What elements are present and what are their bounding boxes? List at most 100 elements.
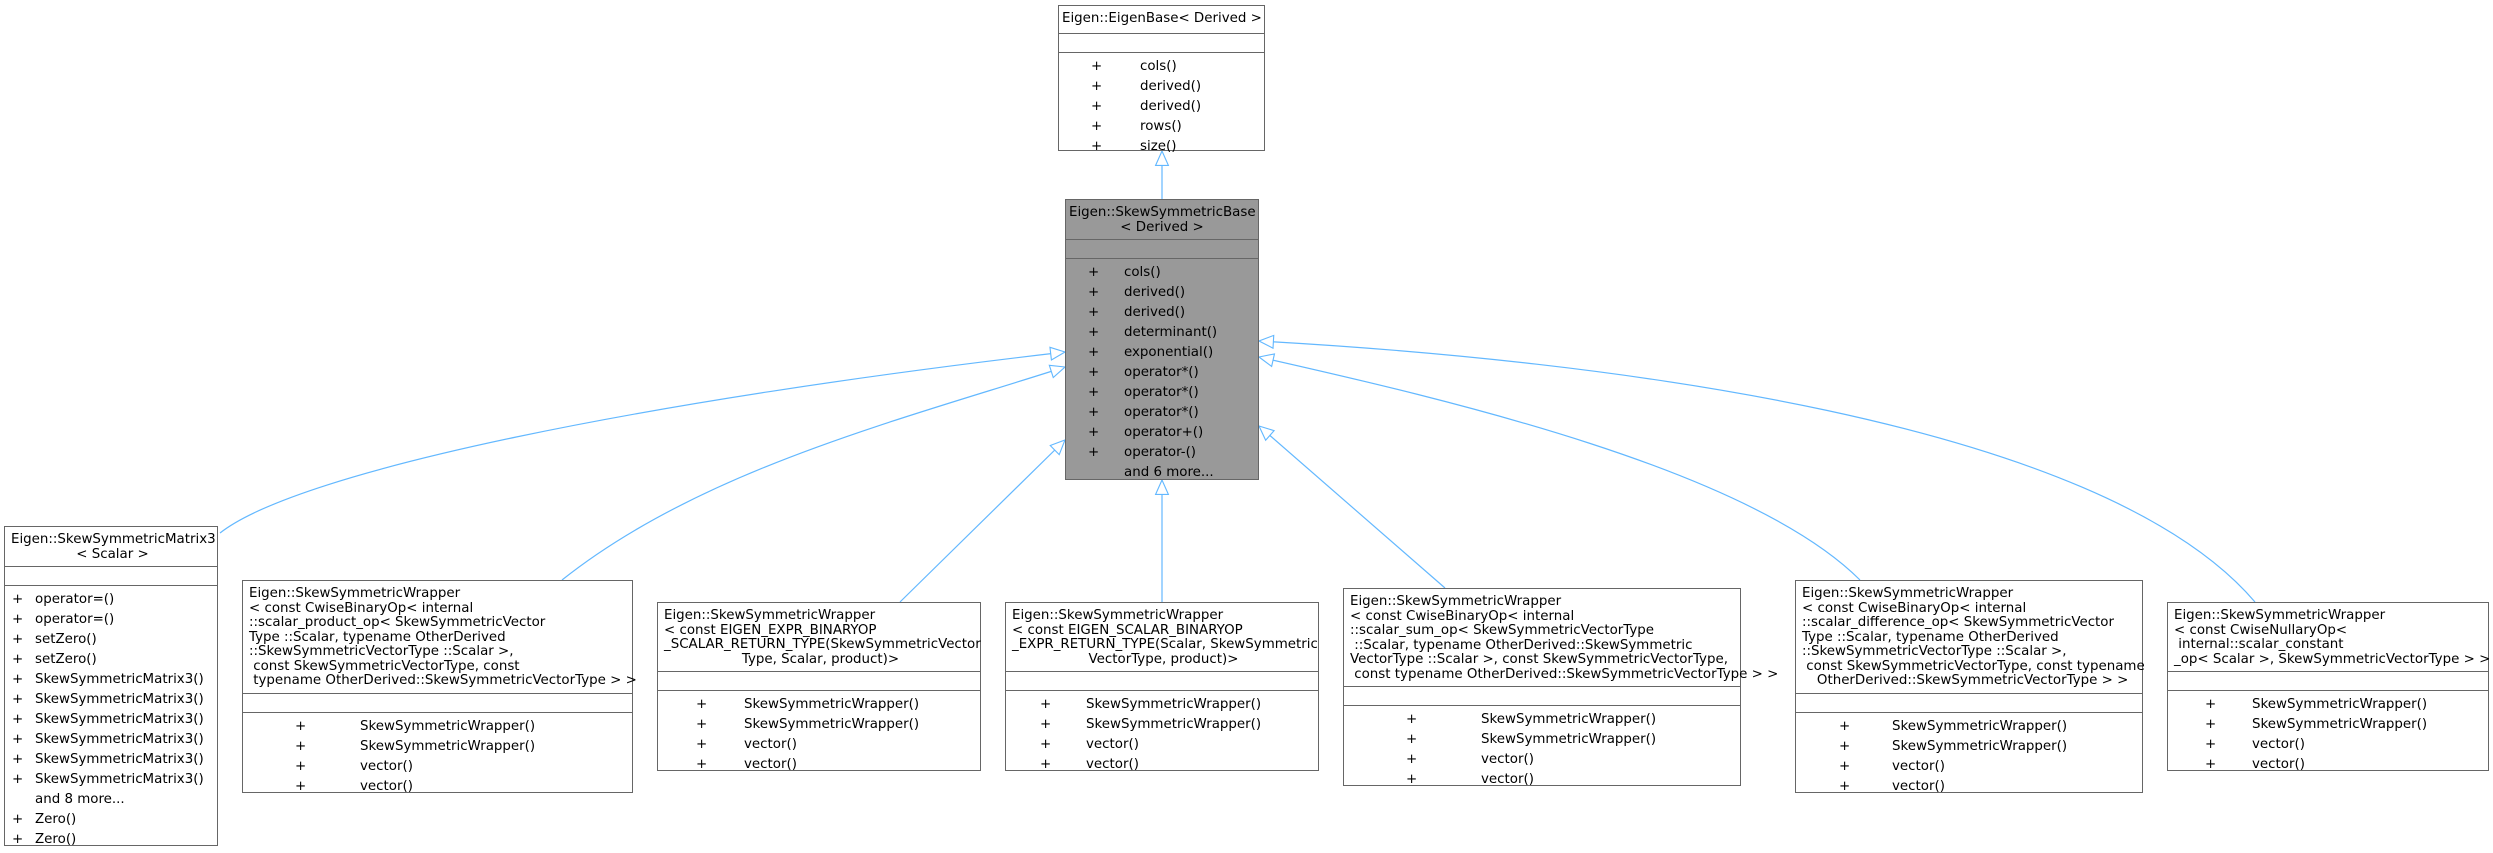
class-title-line: const SkewSymmetricVectorType, const typ… — [1802, 658, 2145, 674]
member-link[interactable]: SkewSymmetricWrapper() — [360, 738, 536, 754]
member-link[interactable]: size() — [1140, 138, 1177, 154]
attribute-section — [5, 566, 217, 585]
member-link[interactable]: vector() — [1481, 752, 1534, 767]
member-link[interactable]: derived() — [1140, 78, 1202, 94]
member-link[interactable]: rows() — [1140, 118, 1182, 134]
member-link[interactable]: vector() — [744, 737, 797, 752]
member-link[interactable]: operator*() — [1124, 365, 1199, 380]
member-row: +setZero() — [5, 630, 217, 650]
class-node-wrapper-sum[interactable]: Eigen::SkewSymmetricWrapper < const Cwis… — [1343, 588, 1779, 787]
visibility-marker: + — [696, 717, 708, 732]
class-title: Eigen::SkewSymmetricWrapper < const EIGE… — [1006, 603, 1318, 671]
visibility-marker: + — [1839, 718, 1851, 734]
member-link[interactable]: setZero() — [35, 652, 97, 667]
member-link[interactable]: SkewSymmetricWrapper() — [1481, 712, 1657, 727]
member-link[interactable]: vector() — [1892, 778, 1945, 794]
attribute-section — [1066, 239, 1258, 258]
member-link[interactable]: SkewSymmetricWrapper() — [1086, 697, 1262, 712]
member-link[interactable]: operator+() — [1124, 425, 1204, 440]
class-node-wrapper-difference[interactable]: Eigen::SkewSymmetricWrapper < const Cwis… — [1795, 580, 2145, 794]
member-link[interactable]: vector() — [1892, 758, 1945, 774]
attribute-section — [1059, 32, 1264, 52]
member-link[interactable]: vector() — [360, 778, 413, 794]
member-list: +cols() +derived() +derived() +rows() +s… — [1059, 51, 1264, 160]
member-row: +operator-() — [1066, 443, 1258, 463]
class-title: Eigen::SkewSymmetricBase < Derived > — [1066, 200, 1258, 239]
member-link[interactable]: derived() — [1124, 285, 1186, 300]
class-title-line: Type ::Scalar, typename OtherDerived — [1802, 629, 2059, 645]
class-node-wrapper-scalar-binaryop[interactable]: Eigen::SkewSymmetricWrapper < const EIGE… — [1005, 602, 1319, 772]
member-link[interactable]: vector() — [744, 757, 797, 772]
class-title-line: OtherDerived::SkewSymmetricVectorType > … — [1812, 673, 2129, 688]
member-link[interactable]: vector() — [2252, 757, 2305, 772]
member-link[interactable]: exponential() — [1124, 345, 1214, 360]
class-title-line: Type, Scalar, product)> — [741, 651, 900, 667]
member-link[interactable]: SkewSymmetricWrapper() — [744, 697, 920, 712]
member-row: + SkewSymmetricWrapper() — [658, 695, 980, 715]
member-link[interactable]: SkewSymmetricWrapper() — [1086, 717, 1262, 732]
class-node-skew-symmetric-matrix3[interactable]: Eigen::SkewSymmetricMatrix3 < Scalar > +… — [4, 526, 218, 847]
member-link[interactable]: SkewSymmetricWrapper() — [1892, 718, 2068, 734]
member-link[interactable]: derived() — [1124, 305, 1186, 320]
member-row: +vector() — [243, 777, 632, 797]
member-link[interactable]: SkewSymmetricWrapper() — [2252, 717, 2428, 732]
member-link[interactable]: SkewSymmetricMatrix3() — [35, 752, 204, 767]
member-link[interactable]: vector() — [1086, 737, 1139, 752]
member-link[interactable]: SkewSymmetricWrapper() — [2252, 697, 2428, 712]
visibility-marker: + — [1088, 305, 1100, 320]
member-link[interactable]: SkewSymmetricWrapper() — [744, 717, 920, 732]
class-title-line: Eigen::SkewSymmetricWrapper — [249, 586, 461, 601]
member-link[interactable]: setZero() — [35, 632, 97, 647]
member-link[interactable]: vector() — [2252, 737, 2305, 752]
member-link[interactable]: SkewSymmetricMatrix3() — [35, 772, 204, 787]
member-link[interactable]: cols() — [1124, 265, 1161, 280]
member-row: +vector() — [243, 757, 632, 777]
member-link[interactable]: vector() — [360, 758, 413, 774]
member-link[interactable]: Zero() — [35, 832, 77, 847]
member-row: +SkewSymmetricMatrix3() — [5, 690, 217, 710]
member-link[interactable]: SkewSymmetricWrapper() — [1892, 738, 2068, 754]
class-node-wrapper-expr-binaryop[interactable]: Eigen::SkewSymmetricWrapper < const EIGE… — [657, 602, 981, 772]
member-row: +SkewSymmetricMatrix3() — [5, 770, 217, 790]
member-link[interactable]: vector() — [1086, 757, 1139, 772]
member-link[interactable]: operator=() — [35, 612, 115, 627]
member-link[interactable]: SkewSymmetricMatrix3() — [35, 732, 204, 747]
visibility-marker: + — [12, 672, 24, 687]
member-row: +vector() — [1344, 770, 1740, 790]
member-link[interactable]: Zero() — [35, 812, 77, 827]
class-title-line: VectorType ::Scalar >, const SkewSymmetr… — [1350, 652, 1728, 667]
member-link[interactable]: SkewSymmetricWrapper() — [360, 718, 536, 734]
member-link[interactable]: SkewSymmetricMatrix3() — [35, 672, 204, 687]
member-link[interactable]: operator=() — [35, 592, 115, 607]
more-members-link[interactable]: and 6 more... — [1124, 465, 1214, 480]
class-title-line: const SkewSymmetricVectorType, const — [249, 658, 520, 674]
member-link[interactable]: SkewSymmetricMatrix3() — [35, 692, 204, 707]
member-link[interactable]: operator*() — [1124, 405, 1199, 420]
member-link[interactable]: vector() — [1481, 772, 1534, 787]
member-link[interactable]: cols() — [1140, 58, 1177, 74]
member-link[interactable]: SkewSymmetricMatrix3() — [35, 712, 204, 727]
more-members-link[interactable]: and 8 more... — [35, 792, 125, 807]
class-node-wrapper-nullary[interactable]: Eigen::SkewSymmetricWrapper < const Cwis… — [2167, 602, 2490, 772]
member-row: +vector() — [2168, 735, 2488, 755]
class-node-eigen-base[interactable]: Eigen::EigenBase< Derived > +cols() +der… — [1058, 5, 1265, 154]
visibility-marker: + — [696, 697, 708, 712]
edge-wrapper-expr-to-skewbase — [899, 440, 1065, 603]
visibility-marker: + — [12, 712, 24, 727]
member-link[interactable]: derived() — [1140, 98, 1202, 114]
member-row: +SkewSymmetricMatrix3() — [5, 750, 217, 770]
class-title-line: < const CwiseBinaryOp< internal — [249, 600, 474, 616]
member-row: +operator*() — [1066, 363, 1258, 383]
visibility-marker: + — [295, 738, 307, 754]
member-row: +SkewSymmetricWrapper() — [243, 717, 632, 737]
member-link[interactable]: determinant() — [1124, 325, 1218, 340]
member-link[interactable]: operator*() — [1124, 385, 1199, 400]
visibility-marker: + — [2205, 717, 2217, 732]
member-link[interactable]: SkewSymmetricWrapper() — [1481, 732, 1657, 747]
member-link[interactable]: operator-() — [1124, 445, 1197, 460]
visibility-marker: + — [12, 652, 24, 667]
class-title-line: const typename OtherDerived::SkewSymmetr… — [1350, 666, 1779, 682]
class-node-skew-symmetric-base[interactable]: Eigen::SkewSymmetricBase < Derived > + co… — [1065, 199, 1259, 480]
class-node-wrapper-product[interactable]: Eigen::SkewSymmetricWrapper < const Cwis… — [242, 580, 637, 794]
